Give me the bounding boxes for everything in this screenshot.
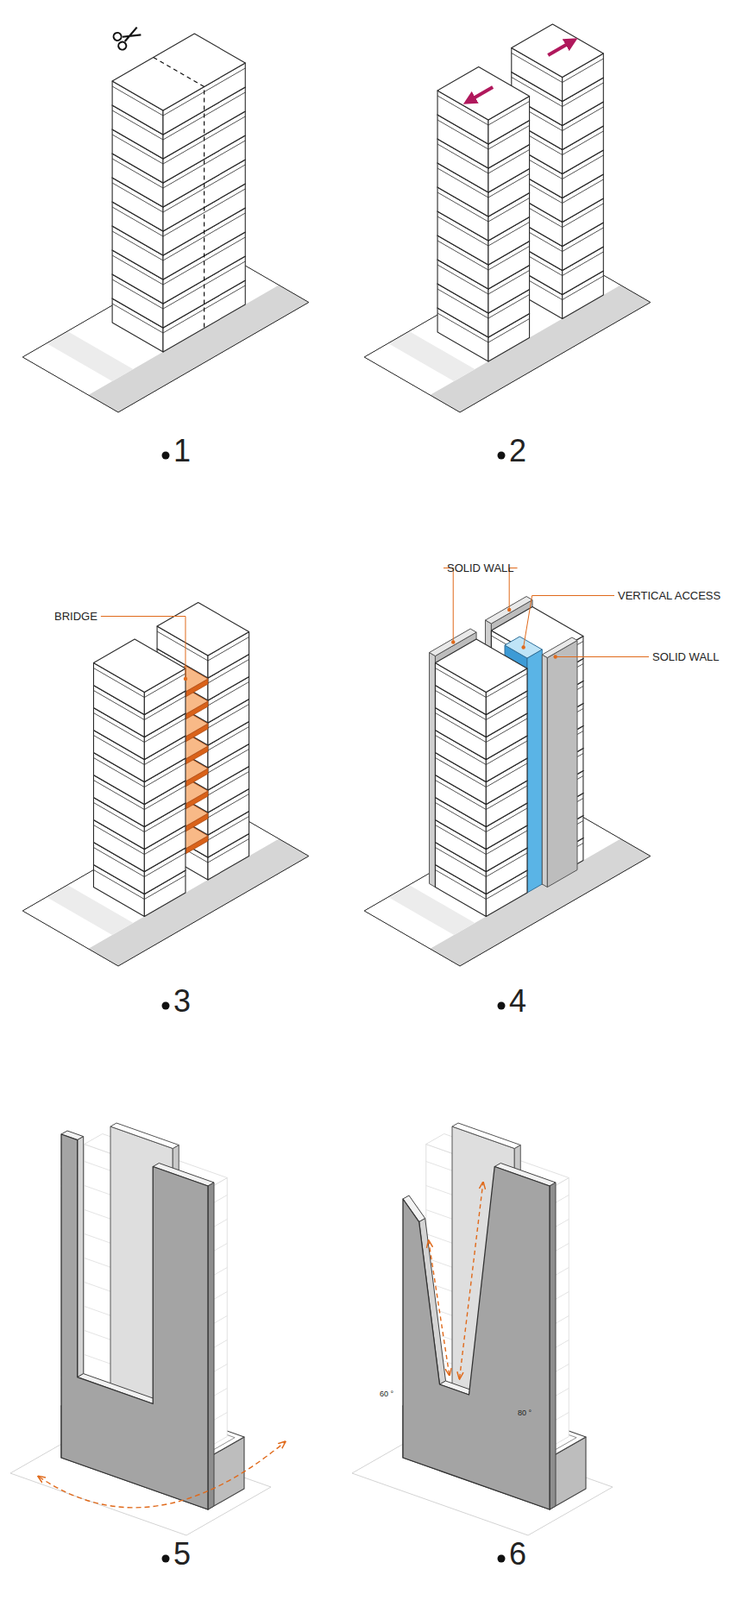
site-ground (22, 801, 309, 968)
leader-line (555, 656, 649, 658)
panel-cut (22, 23, 309, 413)
step-number: 3 (173, 986, 191, 1018)
leader-line (443, 568, 453, 643)
floor-slab-line (93, 668, 186, 699)
ground-shadow (46, 331, 133, 382)
floor-slab-line (157, 631, 250, 661)
wall-edge-face (207, 1182, 214, 1510)
tower-floor (434, 639, 528, 693)
scissors-handle (112, 31, 123, 42)
vertical-access-core (527, 649, 542, 894)
panel-angled-shell (352, 1123, 613, 1536)
step-number: 5 (173, 1539, 191, 1571)
angle-arrow (428, 1241, 450, 1375)
step-dot (162, 1002, 170, 1011)
tower-floor (93, 639, 186, 693)
scissors-blade (121, 27, 141, 44)
step-dot (497, 1555, 506, 1564)
leader-dot (553, 654, 557, 659)
callout-label: SOLID WALL (446, 562, 515, 574)
solid-wall (547, 641, 578, 888)
tower-floor (112, 33, 246, 111)
leader-line (100, 616, 186, 680)
leader-dot (183, 677, 188, 681)
floor-slab-line (511, 53, 604, 83)
step-dot (497, 1002, 506, 1011)
tower-floor (157, 603, 250, 657)
callout-label: SOLID WALL (652, 651, 720, 663)
floor-slab-line (437, 95, 530, 126)
step-dot (162, 452, 170, 460)
floor-slab-line (112, 68, 246, 116)
u-shaped-wall (402, 1167, 550, 1511)
vertical-access-core (504, 636, 542, 659)
site-ground (364, 801, 651, 968)
cut-line (153, 57, 205, 329)
leader-line (523, 596, 615, 648)
leader-dot (521, 645, 525, 649)
solid-wall (429, 653, 436, 888)
wall-edge-face (549, 1182, 556, 1510)
step-dots (162, 452, 506, 1564)
rotation-arrow (38, 1442, 285, 1509)
floor-slab-line (434, 668, 528, 699)
step-dot (162, 1555, 170, 1564)
leader-dot (451, 640, 455, 644)
panel-split (364, 24, 651, 413)
step-dot (497, 452, 506, 460)
move-arrow (547, 42, 571, 56)
u-shaped-wall (61, 1134, 208, 1510)
panel-walls (364, 597, 651, 968)
callout-label: BRIDGE (54, 610, 98, 623)
step-number: 6 (509, 1539, 527, 1571)
step-number: 2 (509, 435, 527, 467)
solid-wall (541, 654, 548, 888)
callout-label: VERTICAL ACCESS (617, 590, 721, 602)
tower-floor (437, 67, 530, 121)
angle-label: 60 ° (379, 1390, 394, 1399)
panel-bridge (22, 603, 309, 968)
panel-shell (10, 1123, 285, 1536)
leader-line (509, 568, 517, 611)
site-ground-outline (364, 801, 651, 968)
move-arrow (470, 87, 493, 101)
tower-floor (511, 24, 604, 78)
leader-lines (100, 568, 649, 682)
wall-edge-face (77, 1137, 84, 1378)
back-wall (452, 1123, 521, 1150)
back-wall (110, 1123, 179, 1150)
site-ground-outline (22, 801, 309, 968)
scissors-handle (117, 40, 128, 51)
solid-wall (541, 637, 578, 659)
angle-arrow (459, 1182, 484, 1378)
scissors-icon (112, 23, 144, 51)
step-number: 1 (173, 435, 191, 467)
angle-label: 80 ° (517, 1409, 532, 1418)
leader-dot (507, 608, 511, 612)
step-number: 4 (509, 986, 527, 1018)
